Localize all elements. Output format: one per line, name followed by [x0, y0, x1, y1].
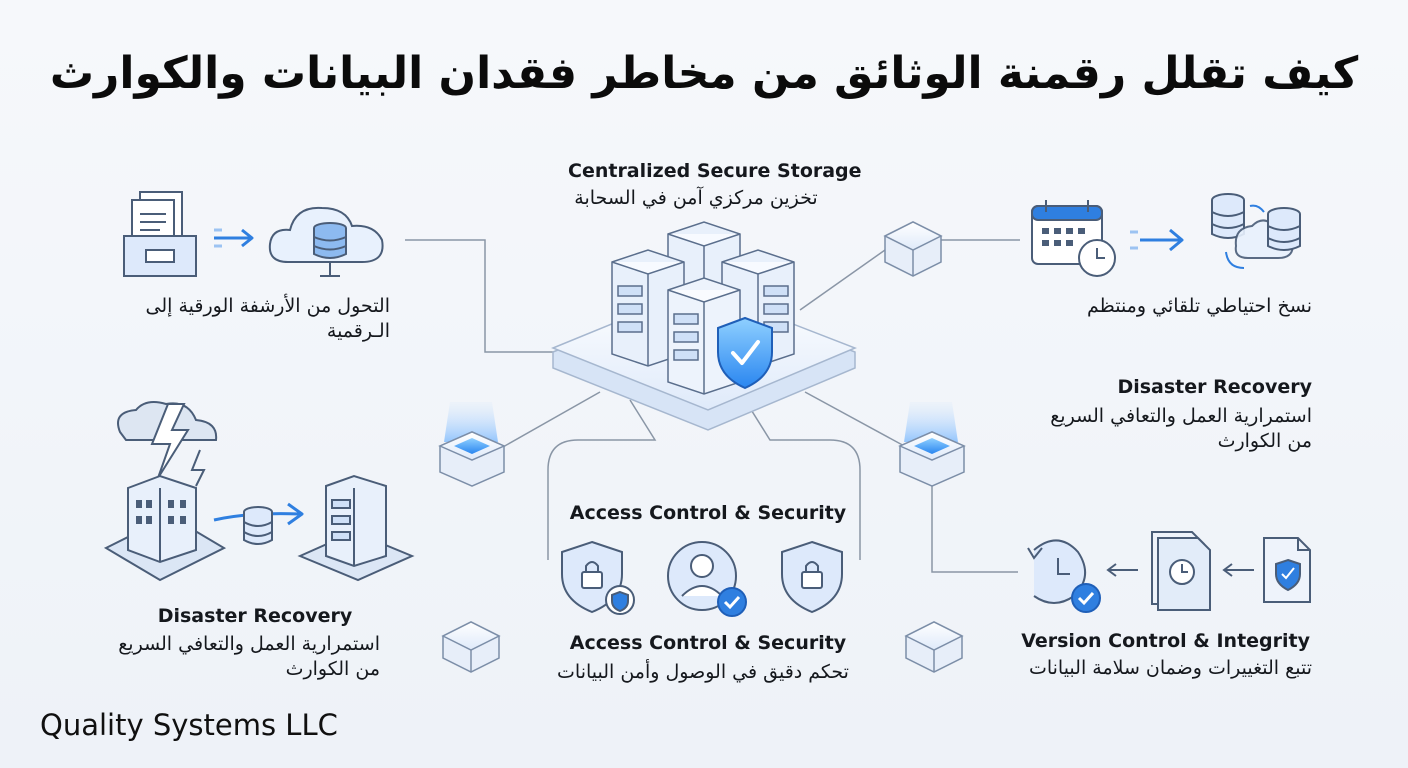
cube-top-right: [883, 221, 943, 277]
company-name: Quality Systems LLC: [40, 708, 338, 742]
digitization-line2: الـرقمية: [326, 319, 390, 342]
arrow-right-icon: [214, 228, 254, 248]
dr-right-title: Disaster Recovery: [1117, 376, 1312, 398]
cube-glow-left: [438, 402, 506, 487]
digitization-line1: التحول من الأرشفة الورقية إلى: [145, 295, 390, 317]
lightning-building-icon: [103, 401, 227, 582]
access-desc: تحكم دقيق في الوصول وأمن البيانات: [557, 661, 849, 683]
dr-right-line2: من الكوارث: [1217, 429, 1312, 452]
cube-bottom-left: [441, 621, 501, 673]
page-title: كيف تقلل رقمنة الوثائق من مخاطر فقدان ال…: [49, 48, 1359, 99]
dr-left-line2: من الكوارث: [285, 657, 380, 680]
cube-bottom-right: [904, 621, 964, 673]
cube-glow-right: [898, 402, 966, 487]
archive-box-icon: [123, 191, 197, 277]
database-sync-icon: [1211, 193, 1301, 269]
center-label-ar: تخزين مركزي آمن في السحابة: [574, 187, 818, 209]
shield-lock-icon: [561, 540, 635, 615]
digitization-label: التحول من الأرشفة الورقية إلى الـرقمية: [110, 294, 390, 343]
history-icon: [1027, 539, 1101, 613]
version-title: Version Control & Integrity: [1021, 630, 1310, 652]
version-desc: تتبع التغييرات وضمان سلامة البيانات: [1028, 657, 1312, 679]
server-icon: [297, 474, 415, 582]
user-check-icon: [667, 541, 747, 617]
access-title-bottom: Access Control & Security: [569, 632, 847, 654]
connector-backup-b: [799, 249, 886, 311]
access-title-top: Access Control & Security: [569, 502, 847, 524]
shield-check-icon: [717, 316, 773, 390]
dr-left-line1: استمرارية العمل والتعافي السريع: [118, 633, 380, 655]
center-label-en: Centralized Secure Storage: [568, 160, 862, 182]
document-stack-icon: [1151, 531, 1211, 611]
arrow-left-icon: [1106, 563, 1254, 577]
connector-access-left: [547, 399, 657, 560]
secure-document-icon: [1263, 537, 1311, 603]
calendar-clock-icon: [1031, 200, 1116, 277]
dr-right-desc: استمرارية العمل والتعافي السريع من الكوا…: [1010, 404, 1312, 453]
dr-left-title: Disaster Recovery: [157, 605, 353, 627]
dr-right-line1: استمرارية العمل والتعافي السريع: [1050, 405, 1312, 427]
connector-digitization: [405, 239, 555, 353]
arrow-right-icon-2: [1130, 228, 1184, 252]
backup-label: نسخ احتياطي تلقائي ومنتظم: [1086, 295, 1312, 317]
cloud-database-icon: [268, 206, 384, 277]
dr-left-desc: استمرارية العمل والتعافي السريع من الكوا…: [100, 632, 380, 681]
database-icon: [243, 506, 273, 545]
shield-lock-icon-2: [781, 540, 843, 614]
connector-access-right: [744, 399, 861, 560]
connector-version: [931, 485, 1018, 573]
